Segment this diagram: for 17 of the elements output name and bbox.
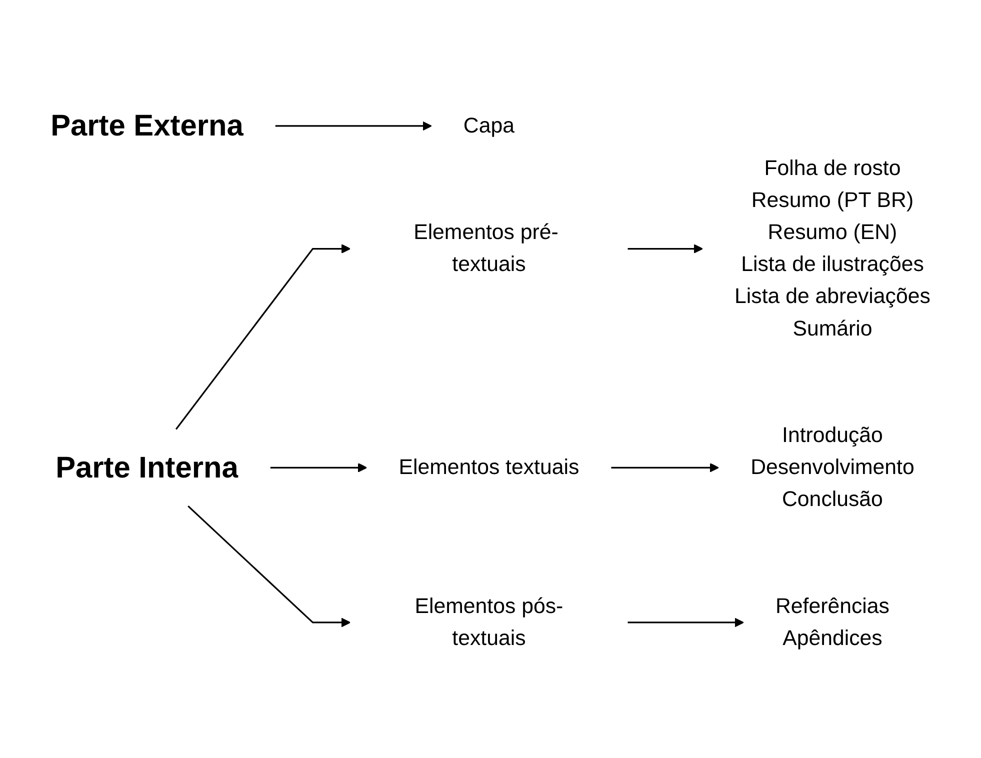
arrow	[270, 462, 368, 472]
arrow	[275, 121, 432, 131]
node-text: Introdução Desenvolvimento Conclusão	[750, 424, 914, 512]
node-text: Capa	[463, 114, 514, 138]
node-text: Elementos pré- textuais	[414, 220, 558, 276]
arrow	[628, 618, 744, 628]
node-text: Elementos textuais	[398, 456, 580, 480]
arrow	[611, 462, 719, 472]
arrow	[188, 505, 351, 628]
arrow	[628, 244, 703, 254]
node-text: Referências Apêndices	[776, 594, 890, 650]
node-text: Folha de rosto Resumo (PT BR) Resumo (EN) Lista de ilustrações Lista de abreviações Sumário	[734, 156, 930, 341]
flowchart: Parte Externa Capa Elementos pré- textuais Folha de rosto Resumo (PT BR) Resumo (EN) Lista de ilustrações Lista de abreviações Sumário Parte Interna Elementos textuais Introdução Desenvolvimento Conclusão Elementos pós-textuais Referências Apêndices	[10, 78, 971, 680]
node-text: Elementos pós-textuais	[414, 594, 564, 650]
node-text: Parte Externa	[50, 108, 244, 142]
arrow	[175, 244, 351, 430]
node-text: Parte Interna	[56, 450, 238, 484]
